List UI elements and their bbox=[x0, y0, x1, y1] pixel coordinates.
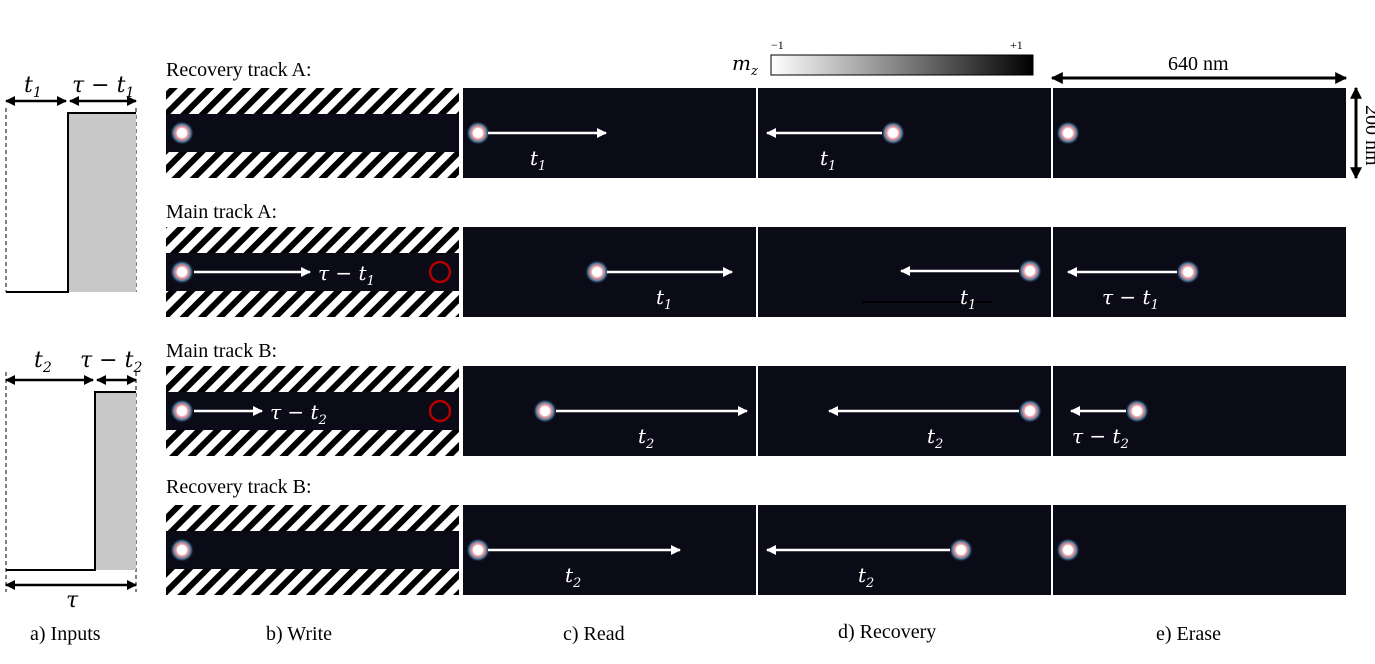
label-tau-t2-main-b-write: τ − t2 bbox=[270, 400, 327, 428]
caption-read: c) Read bbox=[563, 623, 625, 645]
skyrmion-main-a-read-core bbox=[592, 267, 602, 277]
marker-main-a-write bbox=[428, 260, 452, 284]
skyrmion-main-b-erase-core bbox=[1132, 406, 1142, 416]
nanotrack-recovery-b-write bbox=[166, 531, 459, 569]
label-t2-recovery-b-read: t2 bbox=[565, 563, 581, 591]
skyrmion-recovery-a-read-core bbox=[473, 128, 483, 138]
label-t2-main-b-recovery: t2 bbox=[927, 424, 943, 452]
skyrmion-recovery-b-write-core bbox=[177, 545, 187, 555]
inputs-panel: t1 τ − t1 t2 τ − t2 τ bbox=[5, 73, 142, 613]
input-tau-t1-label: τ − t1 bbox=[72, 73, 134, 101]
input-t2-label: t2 bbox=[34, 348, 52, 376]
label-t1-recovery-a-read: t1 bbox=[530, 146, 546, 174]
nanotrack-recovery-b-erase bbox=[1053, 505, 1346, 595]
scale-bars: 640 nm 200 nm bbox=[1050, 53, 1375, 180]
label-t1-recovery-a-recovery: t1 bbox=[820, 146, 836, 174]
caption-erase: e) Erase bbox=[1156, 623, 1221, 645]
label-t1-main-a-recovery: t1 bbox=[960, 285, 976, 313]
label-tau-t1-main-a-write: τ − t1 bbox=[318, 261, 375, 289]
caption-recovery: d) Recovery bbox=[838, 621, 936, 643]
width-scale-label: 640 nm bbox=[1168, 53, 1229, 75]
colorbar-label: mz bbox=[732, 51, 758, 79]
marker-main-b-write bbox=[428, 399, 452, 423]
skyrmion-main-a-write-core bbox=[177, 267, 187, 277]
input-waveform-top bbox=[6, 112, 136, 293]
title-main-track-a: Main track A: bbox=[166, 201, 277, 223]
skyrmion-recovery-a-write-core bbox=[177, 128, 187, 138]
input-pulse-fill-top bbox=[68, 113, 136, 292]
label-t2-recovery-b-recovery: t2 bbox=[858, 563, 874, 591]
skyrmion-recovery-a-recovery-core bbox=[888, 128, 898, 138]
caption-write: b) Write bbox=[266, 623, 332, 645]
skyrmion-main-b-recovery-core bbox=[1025, 406, 1035, 416]
label-t2-main-b-read: t2 bbox=[638, 424, 654, 452]
skyrmion-main-b-read-core bbox=[540, 406, 550, 416]
skyrmion-recovery-b-erase-core bbox=[1063, 545, 1073, 555]
nanotrack-recovery-a-write bbox=[166, 114, 459, 152]
input-pulse-fill-bottom bbox=[95, 392, 136, 570]
caption-inputs: a) Inputs bbox=[30, 623, 101, 645]
input-t1-label: t1 bbox=[24, 73, 42, 101]
skyrmion-recovery-a-erase-core bbox=[1063, 128, 1073, 138]
input-tau-label: τ bbox=[66, 588, 79, 613]
skyrmion-recovery-b-recovery-core bbox=[956, 545, 966, 555]
colorbar: mz −1 +1 bbox=[732, 38, 1034, 79]
skyrmion-recovery-b-read-core bbox=[473, 545, 483, 555]
label-tau-t2-main-b-erase: τ − t2 bbox=[1072, 424, 1129, 452]
colorbar-gradient bbox=[770, 54, 1034, 76]
height-scale-label: 200 nm bbox=[1361, 105, 1375, 166]
colorbar-min-label: −1 bbox=[771, 38, 784, 52]
title-recovery-track-b: Recovery track B: bbox=[166, 476, 312, 498]
skyrmion-main-b-write-core bbox=[177, 406, 187, 416]
label-t1-main-a-read: t1 bbox=[656, 285, 672, 313]
nanotrack-recovery-a-erase bbox=[1053, 88, 1346, 178]
title-main-track-b: Main track B: bbox=[166, 340, 277, 362]
skyrmion-main-a-erase-core bbox=[1183, 267, 1193, 277]
colorbar-max-label: +1 bbox=[1010, 38, 1023, 52]
input-waveform-bottom bbox=[6, 391, 136, 571]
label-tau-t1-main-a-erase: τ − t1 bbox=[1102, 285, 1159, 313]
track-panels: t1 t1 τ − t1 t1 t1 τ − t1 τ − t2 t2 t2 τ − t2 t2 t2 bbox=[166, 88, 1346, 595]
title-recovery-track-a: Recovery track A: bbox=[166, 59, 312, 81]
skyrmion-main-a-recovery-core bbox=[1025, 266, 1035, 276]
input-tau-t2-label: τ − t2 bbox=[80, 348, 142, 376]
